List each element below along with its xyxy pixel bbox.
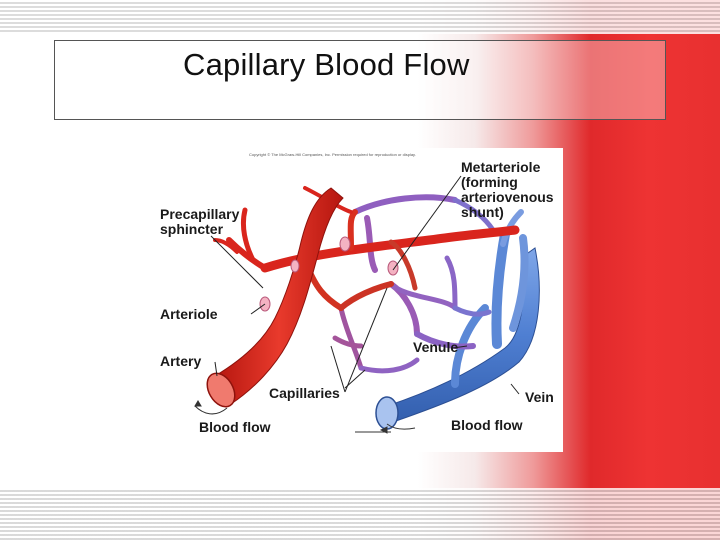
label-precapillary-line1: Precapillary xyxy=(160,206,240,222)
label-metarteriole-line1: Metarteriole xyxy=(461,159,541,175)
label-metarteriole-line2: (forming xyxy=(461,174,518,190)
top-stripes-decoration xyxy=(0,0,720,34)
label-precapillary-line2: sphincter xyxy=(160,221,224,237)
label-arteriole: Arteriole xyxy=(160,306,218,322)
label-metarteriole-line4: shunt) xyxy=(461,204,504,220)
label-blood-flow-left: Blood flow xyxy=(199,419,271,435)
capillary-diagram-art xyxy=(194,175,540,434)
title-placeholder-box xyxy=(54,40,666,120)
slide-title: Capillary Blood Flow xyxy=(183,47,470,82)
label-capillaries: Capillaries xyxy=(269,385,340,401)
copyright-notice: Copyright © The McGraw-Hill Companies, I… xyxy=(249,152,416,157)
label-precapillary-sphincter: Precapillary sphincter xyxy=(160,207,239,237)
leader-lines xyxy=(210,175,520,395)
precapillary-sphincters xyxy=(259,236,399,312)
artery-vessel xyxy=(206,187,344,408)
label-blood-flow-right: Blood flow xyxy=(451,417,523,433)
label-artery: Artery xyxy=(160,353,202,369)
bottom-stripes-decoration xyxy=(0,488,720,540)
label-metarteriole: Metarteriole (forming arteriovenous shun… xyxy=(461,160,554,220)
label-venule: Venule xyxy=(413,339,459,355)
capillary-diagram: Copyright © The McGraw-Hill Companies, I… xyxy=(155,148,563,452)
flow-arrows xyxy=(194,400,416,434)
label-vein: Vein xyxy=(525,389,554,405)
label-metarteriole-line3: arteriovenous xyxy=(461,189,554,205)
